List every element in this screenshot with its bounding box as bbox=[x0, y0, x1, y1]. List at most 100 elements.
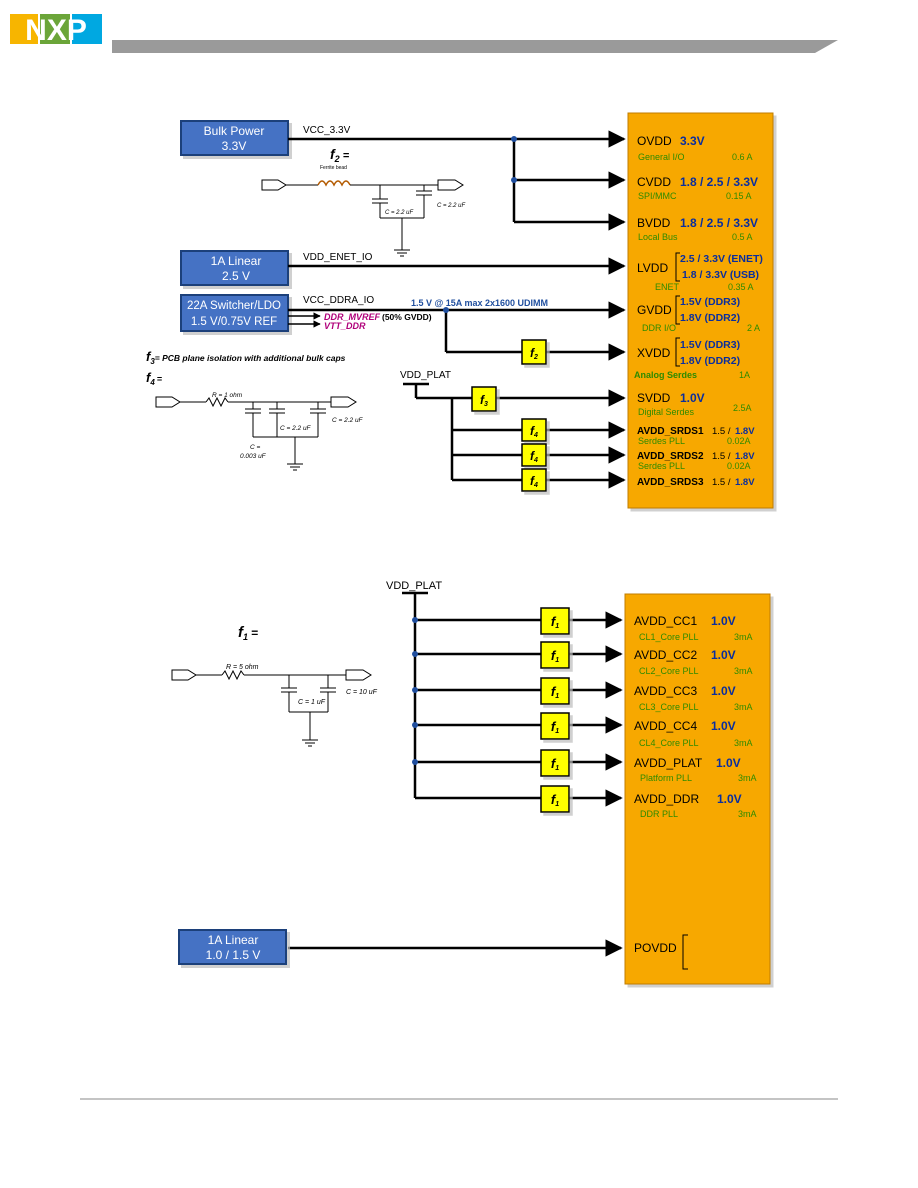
rail-ddr-name: AVDD_DDR bbox=[634, 792, 699, 806]
f4-c2: C = 2.2 uF bbox=[332, 417, 364, 424]
rail-gvdd-value2: 1.8V (DDR2) bbox=[680, 312, 740, 324]
rail-povdd-name: POVDD bbox=[634, 941, 677, 955]
ddr-ref-wires bbox=[288, 312, 321, 328]
logo-p-block bbox=[72, 14, 102, 44]
wires-diagram-1 bbox=[288, 130, 626, 489]
rail-cc1-name: AVDD_CC1 bbox=[634, 614, 697, 628]
rail-srds2-desc: Serdes PLL bbox=[638, 461, 685, 471]
rail-labels-2: AVDD_CC1 1.0V CL1_Core PLL 3mA AVDD_CC2 … bbox=[634, 614, 757, 970]
rail-gvdd-current: 2 A bbox=[747, 323, 760, 333]
f4-input-port bbox=[155, 396, 181, 408]
ferrite-bead-icon bbox=[317, 180, 351, 187]
f4-c3-line2: 0.003 uF bbox=[240, 453, 267, 460]
wires-diagram-2 bbox=[288, 591, 623, 957]
rail-cvdd-desc: SPI/MMC bbox=[638, 191, 677, 201]
rails-block-2 bbox=[624, 593, 771, 985]
filter-boxes-f1: f1 f1 f1 f1 f1 f1 bbox=[540, 607, 570, 813]
rail-plat-value: 1.0V bbox=[716, 756, 741, 770]
source-linear-line1: 1A Linear bbox=[211, 254, 262, 268]
rail-bvdd-current: 0.5 A bbox=[732, 232, 753, 242]
f4-c1: C = 2.2 uF bbox=[280, 425, 312, 432]
f4-c3-line1: C = bbox=[250, 444, 261, 451]
f1-title: f1= bbox=[238, 624, 258, 642]
filter-box-f4-srds1: f4 bbox=[521, 418, 547, 442]
resistor-f1-icon bbox=[221, 669, 245, 681]
rail-xvdd-desc: Analog Serdes bbox=[634, 370, 697, 380]
rail-labels-1: OVDD 3.3V General I/O 0.6 A CVDD 1.8 / 2… bbox=[634, 134, 763, 488]
rail-plat-desc: Platform PLL bbox=[640, 773, 692, 783]
f2-c2: C = 2.2 uF bbox=[437, 203, 466, 209]
source-switcher-ldo: 22A Switcher/LDO 1.5 V/0.75V REF bbox=[180, 294, 289, 332]
rail-xvdd-current: 1A bbox=[739, 370, 750, 380]
svg-text:f1: f1 bbox=[551, 648, 559, 664]
rail-srds2-value-a: 1.5 / bbox=[712, 451, 731, 462]
net-plat-2: VDD_PLAT bbox=[386, 580, 442, 592]
rail-cc1-current: 3mA bbox=[734, 632, 753, 642]
svg-text:f1: f1 bbox=[551, 756, 559, 772]
source-linear-line2: 2.5 V bbox=[222, 269, 250, 283]
rail-cc2-name: AVDD_CC2 bbox=[634, 648, 697, 662]
filter-box-f1-cc3: f1 bbox=[540, 677, 570, 705]
logo-x-block bbox=[40, 14, 70, 44]
rail-ovdd-value: 3.3V bbox=[680, 134, 705, 148]
source-bulk-power-line1: Bulk Power bbox=[204, 124, 265, 138]
rail-cc1-desc: CL1_Core PLL bbox=[639, 632, 699, 642]
rail-ddr-desc: DDR PLL bbox=[640, 809, 678, 819]
rail-cc2-desc: CL2_Core PLL bbox=[639, 666, 699, 676]
filter-box-f1-cc2: f1 bbox=[540, 641, 570, 669]
net-ddra: VCC_DDRA_IO bbox=[303, 295, 374, 306]
f1-r: R = 5 ohm bbox=[226, 664, 259, 671]
source-switcher-line2: 1.5 V/0.75V REF bbox=[191, 316, 277, 328]
rail-gvdd-name: GVDD bbox=[637, 303, 672, 317]
rail-srds2-value-b: 1.8V bbox=[735, 451, 755, 462]
rail-svdd-current: 2.5A bbox=[733, 403, 752, 413]
rail-plat-current: 3mA bbox=[738, 773, 757, 783]
f1-filter-schematic: f1= R = 5 ohm C = 1 uF C = 10 uF bbox=[171, 624, 378, 747]
rail-cc1-value: 1.0V bbox=[711, 614, 736, 628]
filter-box-f1-plat: f1 bbox=[540, 749, 570, 777]
rail-srds1-desc: Serdes PLL bbox=[638, 436, 685, 446]
rail-srds1-current: 0.02A bbox=[727, 436, 751, 446]
filter-box-f1-cc1: f1 bbox=[540, 607, 570, 635]
rail-xvdd-name: XVDD bbox=[637, 346, 671, 360]
rail-cc3-current: 3mA bbox=[734, 702, 753, 712]
rail-ovdd-current: 0.6 A bbox=[732, 152, 753, 162]
rail-srds3-name: AVDD_SRDS3 bbox=[637, 477, 704, 488]
rail-srds3-value-a: 1.5 / bbox=[712, 477, 731, 488]
rail-xvdd-value2: 1.8V (DDR2) bbox=[680, 355, 740, 367]
header-bar bbox=[112, 40, 838, 53]
source-linear-1v0: 1A Linear 1.0 / 1.5 V bbox=[178, 929, 287, 965]
f3-note: f3= PCB plane isolation with additional … bbox=[146, 349, 346, 366]
f1-output-port bbox=[345, 669, 372, 681]
rail-srds1-value-a: 1.5 / bbox=[712, 426, 731, 437]
rail-cc4-current: 3mA bbox=[734, 738, 753, 748]
filter-box-f1-cc4: f1 bbox=[540, 712, 570, 740]
rail-ddr-current: 3mA bbox=[738, 809, 757, 819]
f1-input-port bbox=[171, 669, 197, 681]
rail-bvdd-name: BVDD bbox=[637, 216, 671, 230]
ddr-mvref-note: (50% GVDD) bbox=[382, 312, 432, 322]
rail-cc4-desc: CL4_Core PLL bbox=[639, 738, 699, 748]
logo-n-block bbox=[10, 14, 38, 44]
f4-title: f4= bbox=[146, 370, 163, 387]
rail-srds1-name: AVDD_SRDS1 bbox=[637, 426, 704, 437]
rail-srds1-value-b: 1.8V bbox=[735, 426, 755, 437]
net-vcc33: VCC_3.3V bbox=[303, 125, 351, 136]
svg-text:f1: f1 bbox=[551, 792, 559, 808]
f2-filter-schematic: f2= Ferrite bead C = 2.2 uF C = 2.2 uF bbox=[261, 146, 466, 257]
f2-title: f2= bbox=[330, 146, 350, 164]
filter-box-f3: f3 bbox=[471, 386, 497, 412]
source-bulk-power-line2: 3.3V bbox=[222, 139, 247, 153]
source-switcher-line1: 22A Switcher/LDO bbox=[187, 300, 281, 312]
f2-c1: C = 2.2 uF bbox=[385, 210, 414, 216]
svg-text:f4: f4 bbox=[530, 449, 538, 464]
f2-part: Ferrite bead bbox=[320, 165, 347, 171]
source-linear2-line1: 1A Linear bbox=[208, 933, 259, 947]
rail-cc4-value: 1.0V bbox=[711, 719, 736, 733]
f4-output-port bbox=[330, 396, 357, 408]
rail-svdd-name: SVDD bbox=[637, 391, 671, 405]
logo-text: NXP bbox=[25, 14, 87, 47]
ddr-note: 1.5 V @ 15A max 2x1600 UDIMM bbox=[411, 298, 548, 308]
resistor-icon bbox=[205, 396, 229, 408]
junction-dots-2 bbox=[412, 617, 418, 765]
